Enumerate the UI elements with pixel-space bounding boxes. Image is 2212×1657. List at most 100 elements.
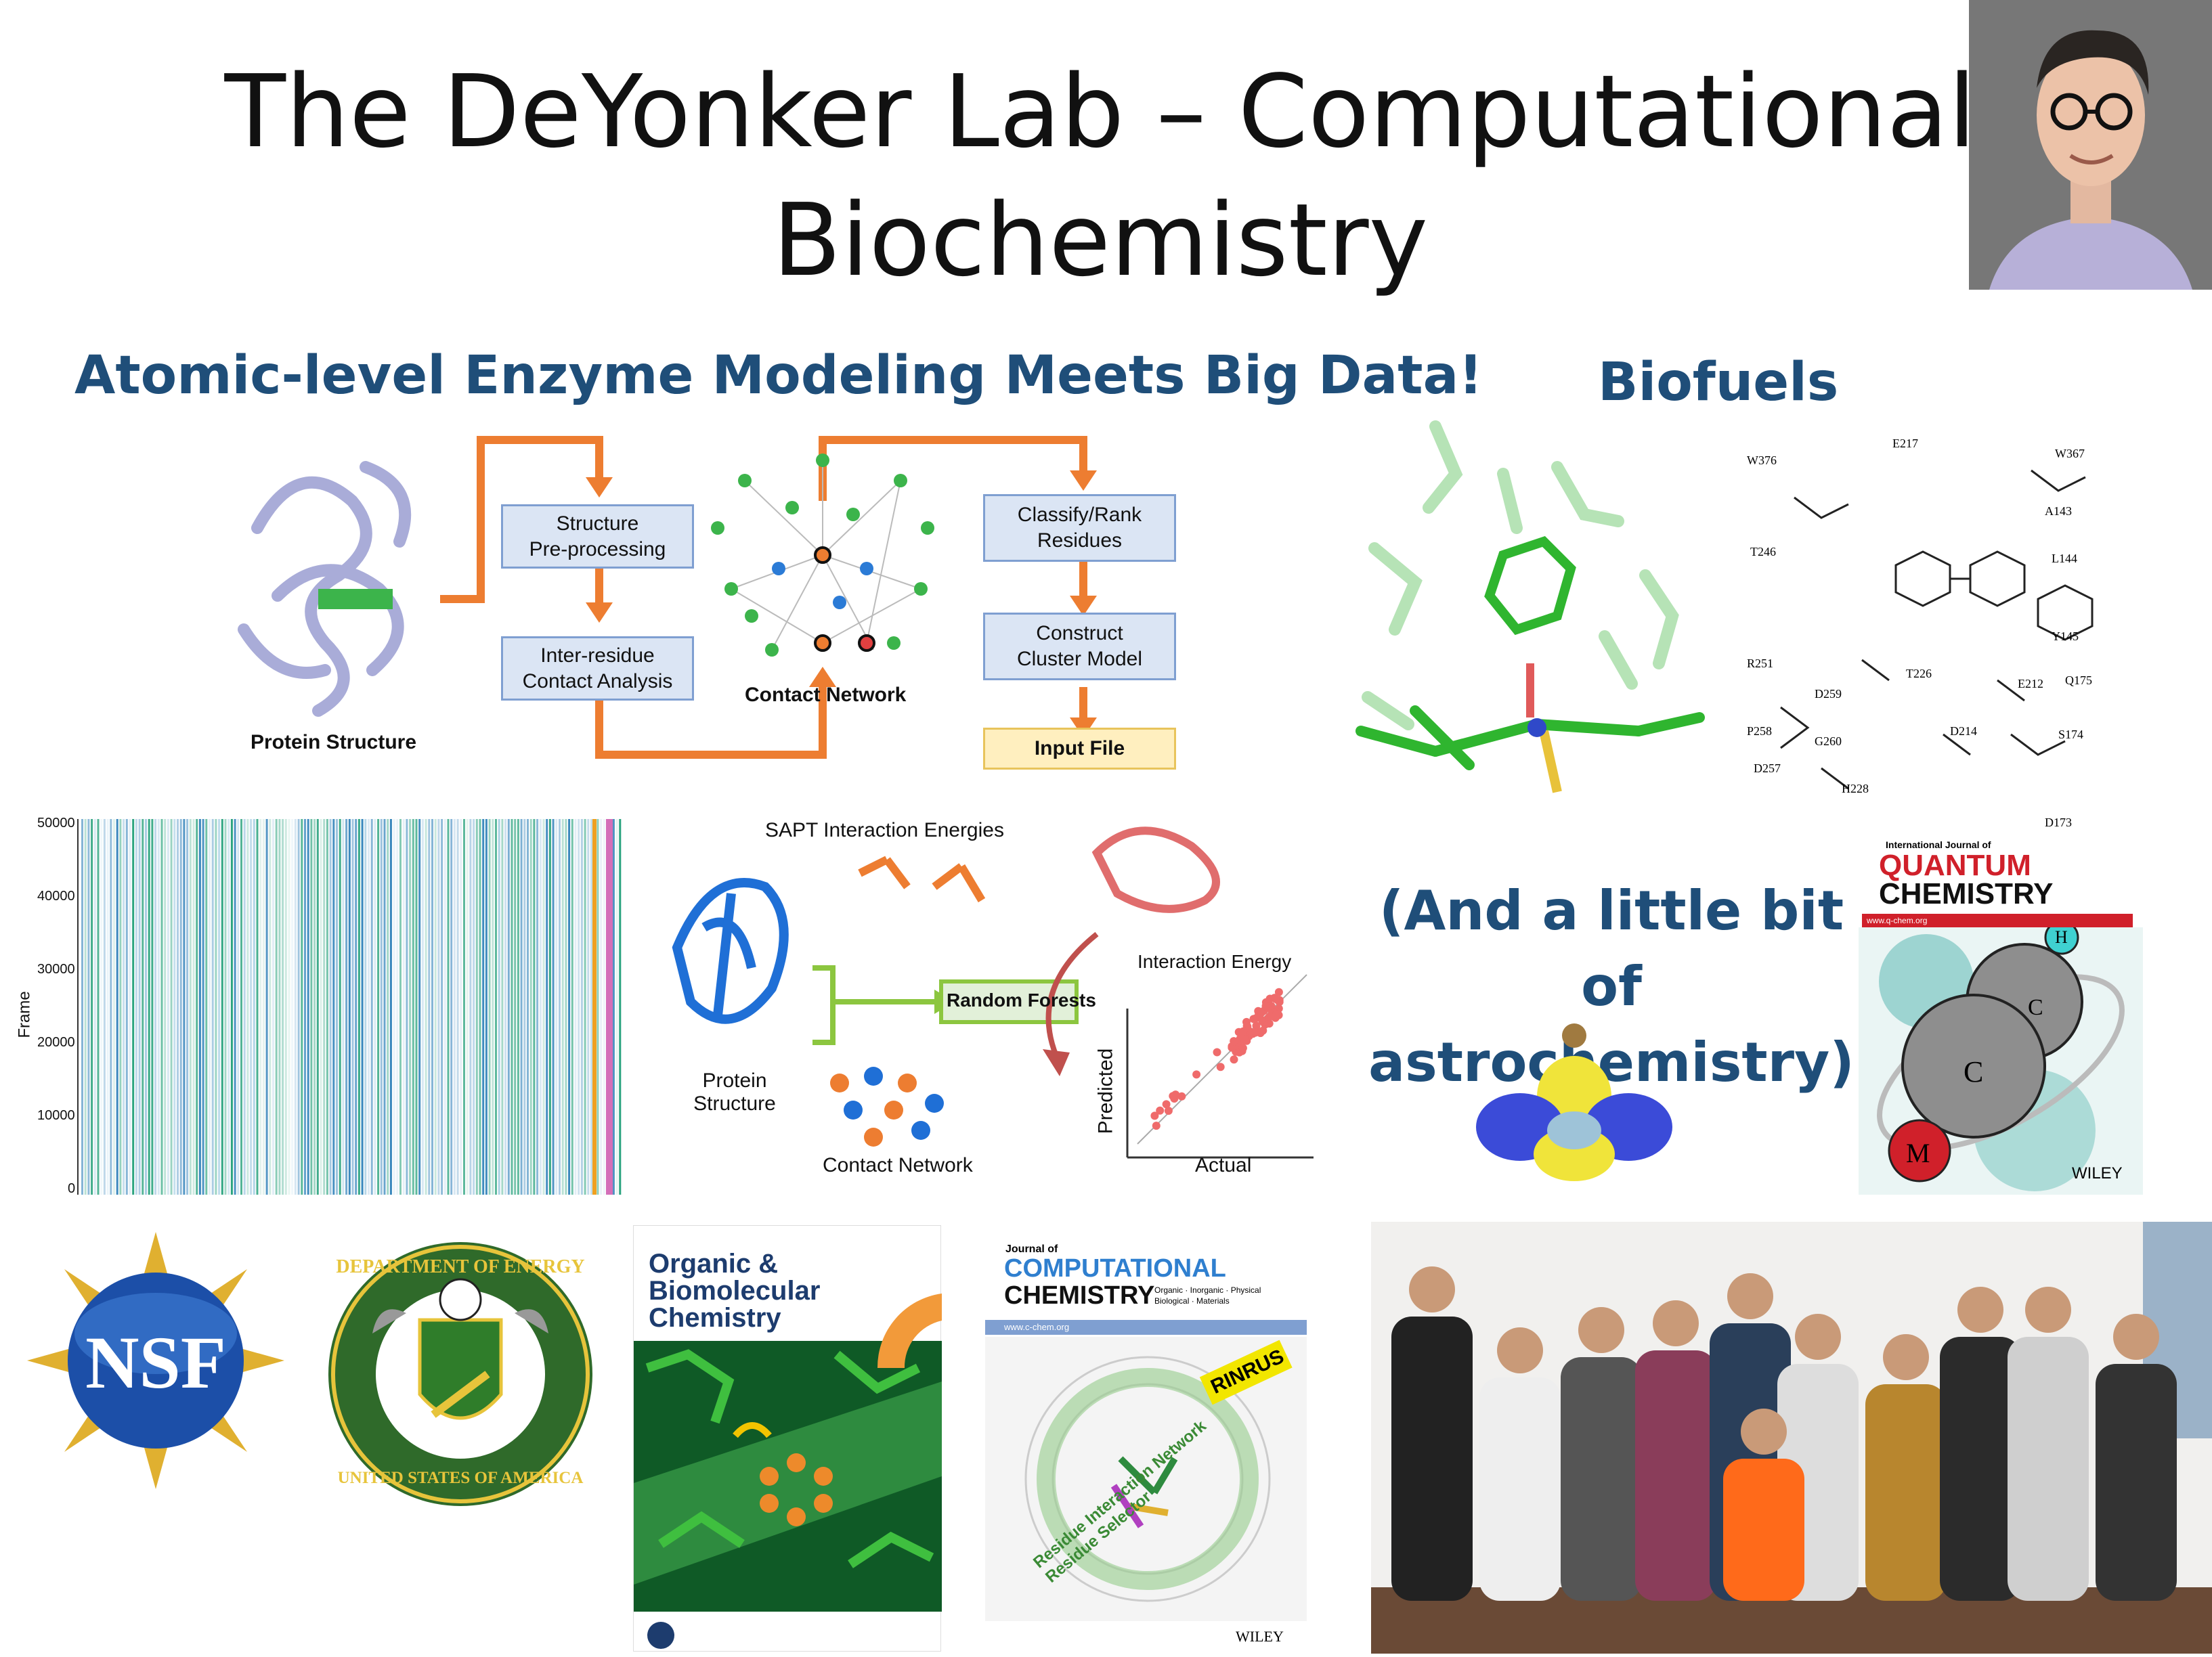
person-body (2096, 1364, 2177, 1601)
chem-residue-label: W367 (2055, 447, 2085, 460)
raster-column (580, 819, 583, 1195)
raster-column (479, 819, 481, 1195)
scatter-point (1259, 1026, 1267, 1035)
raster-column (106, 819, 109, 1195)
person-head (1653, 1300, 1699, 1346)
raster-column (511, 819, 513, 1195)
raster-column (272, 819, 274, 1195)
protein-structure-illustration (238, 461, 412, 717)
quantum-cover-band (1862, 914, 2133, 929)
raster-column (332, 819, 335, 1195)
raster-column (259, 819, 262, 1195)
raster-column (132, 819, 135, 1195)
raster-column (320, 819, 322, 1195)
raster-column (339, 819, 341, 1195)
raster-column (559, 819, 561, 1195)
scatter-point (1251, 1014, 1260, 1023)
raster-column (157, 819, 160, 1195)
raster-column (307, 819, 309, 1195)
step4-line2: Cluster Model (1016, 648, 1143, 670)
raster-column (93, 819, 96, 1195)
chem-residue-label: T226 (1906, 667, 1932, 680)
raster-column (396, 819, 399, 1195)
input-file-box: Input File (983, 728, 1176, 770)
chem-residue-label: D214 (1950, 724, 1977, 738)
raster-column (393, 819, 395, 1195)
jcc-title-line1: COMPUTATIONAL (1004, 1254, 1226, 1283)
raster-column (361, 819, 364, 1195)
raster-column (116, 819, 118, 1195)
scatter-point (1192, 1070, 1201, 1079)
person-body (2008, 1337, 2089, 1601)
raster-column (186, 819, 189, 1195)
contact-network-illustration (731, 460, 921, 650)
quantum-atom-m: M (1906, 1138, 1930, 1168)
protein-structure-label: Protein Structure (251, 731, 417, 753)
slide-title: The DeYonker Lab – Computational Biochem… (203, 47, 1997, 305)
chem-residue-label: L144 (2052, 552, 2077, 565)
chem-residue-label: R251 (1747, 657, 1774, 670)
raster-column (546, 819, 548, 1195)
lab-group-photo (1371, 1222, 2212, 1654)
scatter-ylabel: Predicted (1094, 1048, 1117, 1134)
jcc-subtitle1: Organic · Inorganic · Physical (1154, 1285, 1261, 1295)
person-head (1741, 1409, 1787, 1455)
quantum-atom-c1: C (2028, 995, 2043, 1020)
scatter-point (1238, 1044, 1247, 1053)
raster-column (323, 819, 326, 1195)
raster-column (434, 819, 437, 1195)
sapt-molecules-illustration (858, 856, 986, 903)
raster-column (475, 819, 478, 1195)
group-photo-illustration (1371, 1222, 2212, 1654)
scatter-point (1162, 1100, 1171, 1109)
obc-journal-cover: Organic & Biomolecular Chemistry (633, 1225, 942, 1652)
raster-column (282, 819, 284, 1195)
raster-column (189, 819, 192, 1195)
scatter-point (1251, 1028, 1260, 1037)
scatter-point (1230, 1037, 1238, 1046)
raster-column (498, 819, 500, 1195)
workflow-graphics (238, 436, 1097, 759)
raster-column (415, 819, 418, 1195)
raster-column (492, 819, 494, 1195)
orbital-illustration (1476, 1015, 1672, 1185)
chem-residue-label: W376 (1747, 454, 1777, 467)
jcc-cover-art (985, 1337, 1307, 1621)
raster-column (612, 819, 615, 1195)
raster-column (517, 819, 519, 1195)
scatter-title: Interaction Energy (1137, 951, 1292, 972)
nsf-logo: NSF (27, 1232, 284, 1489)
random-forests-label: Random Forests (947, 990, 1096, 1011)
raster-column (246, 819, 249, 1195)
beta-barrel-illustration (672, 878, 789, 1024)
raster-column (148, 819, 150, 1195)
raster-ylabel: Frame (15, 991, 34, 1038)
scatter-point (1257, 1009, 1266, 1017)
raster-column (488, 819, 491, 1195)
obc-title-line3: Chemistry (649, 1303, 781, 1333)
raster-column (243, 819, 246, 1195)
raster-column (113, 819, 115, 1195)
raster-column (425, 819, 427, 1195)
raster-column (536, 819, 539, 1195)
raster-ytick-0: 0 (68, 1181, 76, 1196)
chem-residue-label: S174 (2058, 728, 2084, 741)
raster-column (205, 819, 208, 1195)
raster-column (230, 819, 233, 1195)
scatter-point (1271, 994, 1280, 1003)
quantum-chemistry-cover: International Journal of QUANTUM CHEMIST… (1859, 839, 2143, 1195)
raster-column (590, 819, 592, 1195)
active-site-graphics (1356, 420, 1705, 793)
person-body (1635, 1350, 1716, 1601)
raster-column (211, 819, 214, 1195)
person-body (1940, 1337, 2021, 1601)
scatter-points (1150, 988, 1284, 1130)
raster-ytick-30000: 30000 (37, 962, 75, 977)
raster-column (600, 819, 603, 1195)
raster-column (110, 819, 112, 1195)
raster-column (142, 819, 144, 1195)
person-body (1479, 1377, 1561, 1601)
raster-column (406, 819, 408, 1195)
person-body (1391, 1317, 1473, 1601)
quantum-cover-line1: QUANTUM (1879, 849, 2031, 882)
